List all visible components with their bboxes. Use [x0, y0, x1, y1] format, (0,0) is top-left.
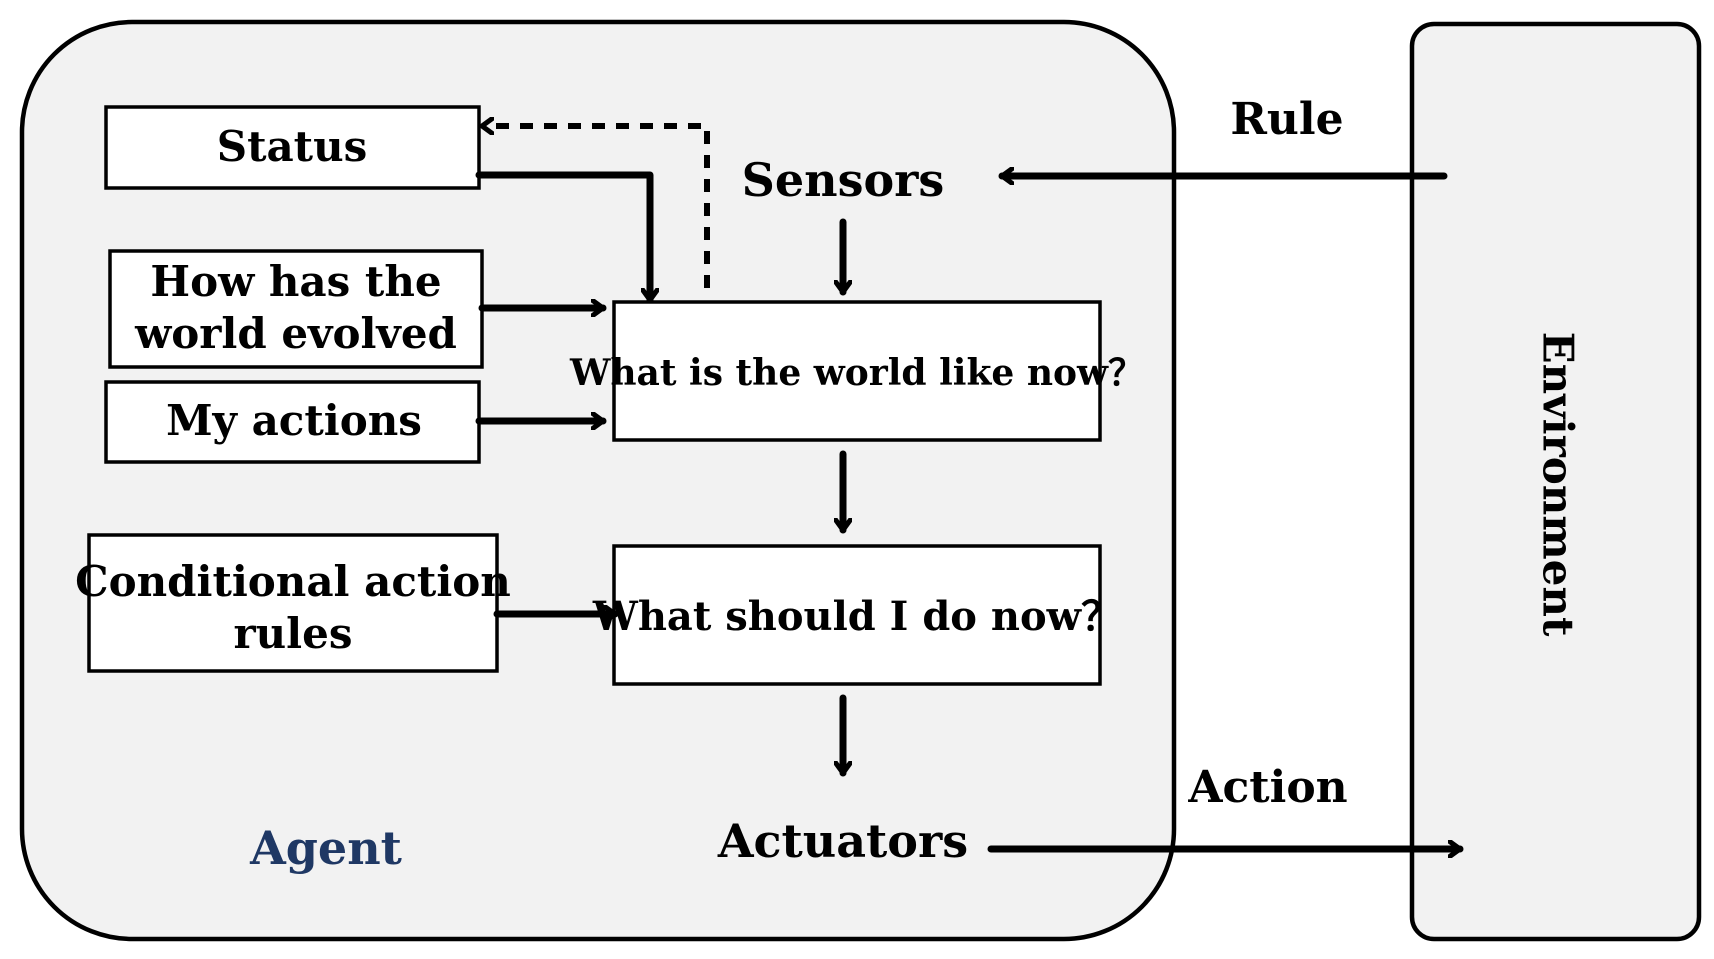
environment-label: Environment: [1534, 332, 1583, 637]
status-box: [104, 105, 481, 190]
world-evolved-label-line-2: world evolved: [134, 309, 457, 358]
world-evolved-label-line-1: How has the: [150, 257, 441, 306]
rule-label: Rule: [1230, 94, 1343, 145]
conditional-rules-label-line-1: Conditional action: [75, 557, 511, 606]
conditional-rules-label-line-2: rules: [234, 609, 353, 658]
my-actions-label: My actions: [166, 396, 422, 445]
world-now-label: What is the world like now？: [569, 352, 1144, 394]
do-now-label: What should I do now？: [592, 593, 1121, 640]
agent-label: Agent: [249, 821, 403, 875]
sensors-label: Sensors: [742, 153, 945, 207]
do-now-box: [612, 544, 1102, 686]
actuators-label: Actuators: [717, 814, 968, 868]
world-now-box: [612, 300, 1102, 442]
world-now-to-status-dashed-arrow: [482, 126, 710, 288]
conditional-rules-box: [87, 533, 499, 673]
status-label: Status: [217, 122, 368, 171]
environment-panel: [1409, 21, 1702, 942]
action-label: Action: [1187, 762, 1347, 813]
status-to-world-now-arrow: [475, 171, 650, 304]
